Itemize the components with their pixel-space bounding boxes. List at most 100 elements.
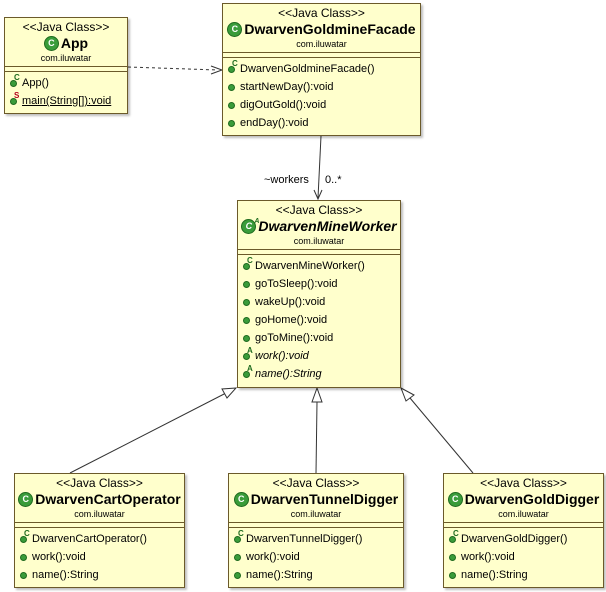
class-icon: C <box>18 491 34 507</box>
association-arrowhead <box>313 189 323 201</box>
association-multiplicity-label: 0..* <box>325 174 342 186</box>
operation-signature: DwarvenGoldmineFacade() <box>240 63 375 75</box>
public-method-icon <box>448 570 458 580</box>
public-method-icon <box>448 552 458 562</box>
operation-item[interactable]: name():String <box>19 566 184 584</box>
public-method-icon <box>233 570 243 580</box>
public-method-icon <box>233 552 243 562</box>
operation-item[interactable]: name():String <box>448 566 603 584</box>
operation-signature: startNewDay():void <box>240 81 334 93</box>
generalization-triangle-gold <box>400 386 415 402</box>
package-label: com.iluwatar <box>498 509 549 519</box>
operation-item[interactable]: wakeUp():void <box>242 293 400 311</box>
operation-item[interactable]: endDay():void <box>227 114 420 132</box>
operation-signature: name():String <box>246 569 313 581</box>
public-method-icon: A <box>242 347 253 361</box>
class-name-text: DwarvenGoldmineFacade <box>244 21 416 37</box>
class-name-text: DwarvenGoldDigger <box>464 491 600 507</box>
operation-item[interactable]: work():void <box>448 548 603 566</box>
operation-item[interactable]: startNewDay():void <box>227 78 420 96</box>
operation-signature: goToSleep():void <box>255 278 338 290</box>
generalization-triangle-cart <box>221 387 238 399</box>
operation-signature: DwarvenMineWorker() <box>255 260 365 272</box>
operation-signature: DwarvenGoldDigger() <box>461 533 568 545</box>
operation-signature: main(String[]):void <box>22 95 112 107</box>
public-method-icon <box>227 100 237 110</box>
generalization-triangle-tunnel <box>311 386 323 403</box>
package-label: com.iluwatar <box>290 509 342 519</box>
operation-item[interactable]: goToSleep():void <box>242 275 400 293</box>
attributes-compartment <box>5 66 127 71</box>
operation-item[interactable]: digOutGold():void <box>227 96 420 114</box>
attributes-compartment <box>15 522 184 527</box>
operation-item[interactable]: work():void <box>19 548 184 566</box>
package-label: com.iluwatar <box>74 509 125 519</box>
public-method-icon: A <box>242 365 253 379</box>
class-icon: C <box>227 21 243 37</box>
operation-signature: name():String <box>32 569 99 581</box>
operation-item[interactable]: work():void <box>233 548 403 566</box>
operation-item[interactable]: goHome():void <box>242 311 400 329</box>
public-method-icon <box>19 552 29 562</box>
generalization-line-cart <box>69 391 229 474</box>
class-icon: C <box>447 491 463 507</box>
public-method-icon: C <box>9 74 20 88</box>
attributes-compartment <box>238 249 400 254</box>
attributes-compartment <box>229 522 403 527</box>
public-method-icon <box>19 570 29 580</box>
operation-signature: goHome():void <box>255 314 328 326</box>
attributes-compartment <box>223 52 420 57</box>
operation-item[interactable]: name():String <box>233 566 403 584</box>
stereotype-label: <<Java Class>> <box>56 476 143 490</box>
association-line-facade-to-worker <box>317 135 322 199</box>
class-name-text: DwarvenCartOperator <box>35 491 181 507</box>
class-icon: C <box>43 35 59 51</box>
operation-signature: work():void <box>246 551 300 563</box>
operation-signature: DwarvenTunnelDigger() <box>246 533 363 545</box>
public-method-icon <box>242 297 252 307</box>
operation-signature: wakeUp():void <box>255 296 326 308</box>
attributes-compartment <box>444 522 603 527</box>
operation-signature: name():String <box>461 569 528 581</box>
class-name-text: DwarvenMineWorker <box>258 218 397 234</box>
operation-item[interactable]: goToMine():void <box>242 329 400 347</box>
stereotype-label: <<Java Class>> <box>275 203 363 217</box>
public-method-icon: C <box>227 60 238 74</box>
package-label: com.iluwatar <box>296 39 347 49</box>
operation-signature: work():void <box>32 551 86 563</box>
public-method-icon: C <box>242 257 253 271</box>
package-label: com.iluwatar <box>40 53 92 63</box>
public-method-icon: C <box>448 530 459 544</box>
